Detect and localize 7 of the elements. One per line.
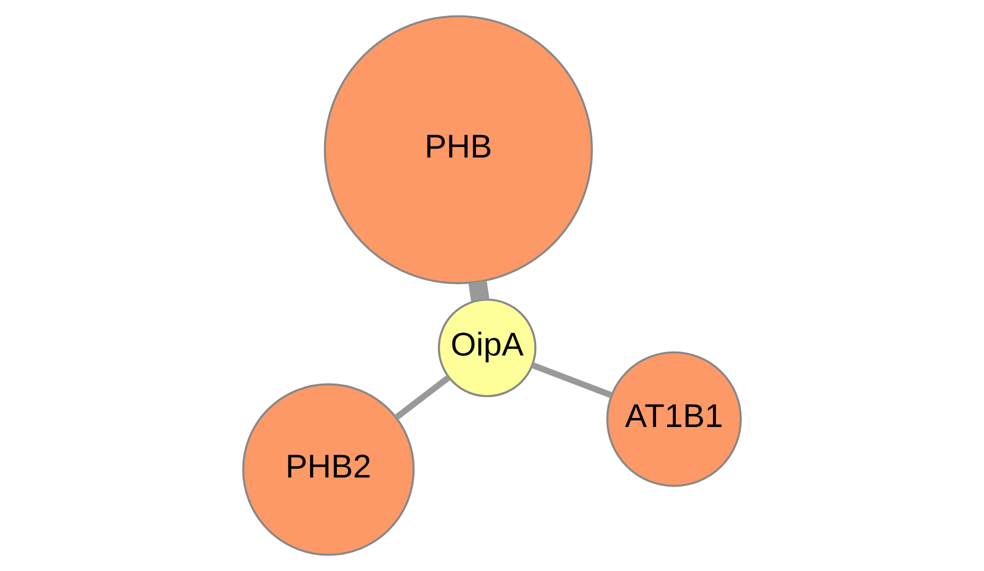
node-circle: PHB xyxy=(324,15,593,284)
node-circle: PHB2 xyxy=(242,383,415,556)
connector xyxy=(394,374,451,420)
connector xyxy=(531,362,613,398)
node-circle: OipA xyxy=(438,298,536,398)
node-circle: AT1B1 xyxy=(606,351,742,487)
connector xyxy=(468,280,490,302)
